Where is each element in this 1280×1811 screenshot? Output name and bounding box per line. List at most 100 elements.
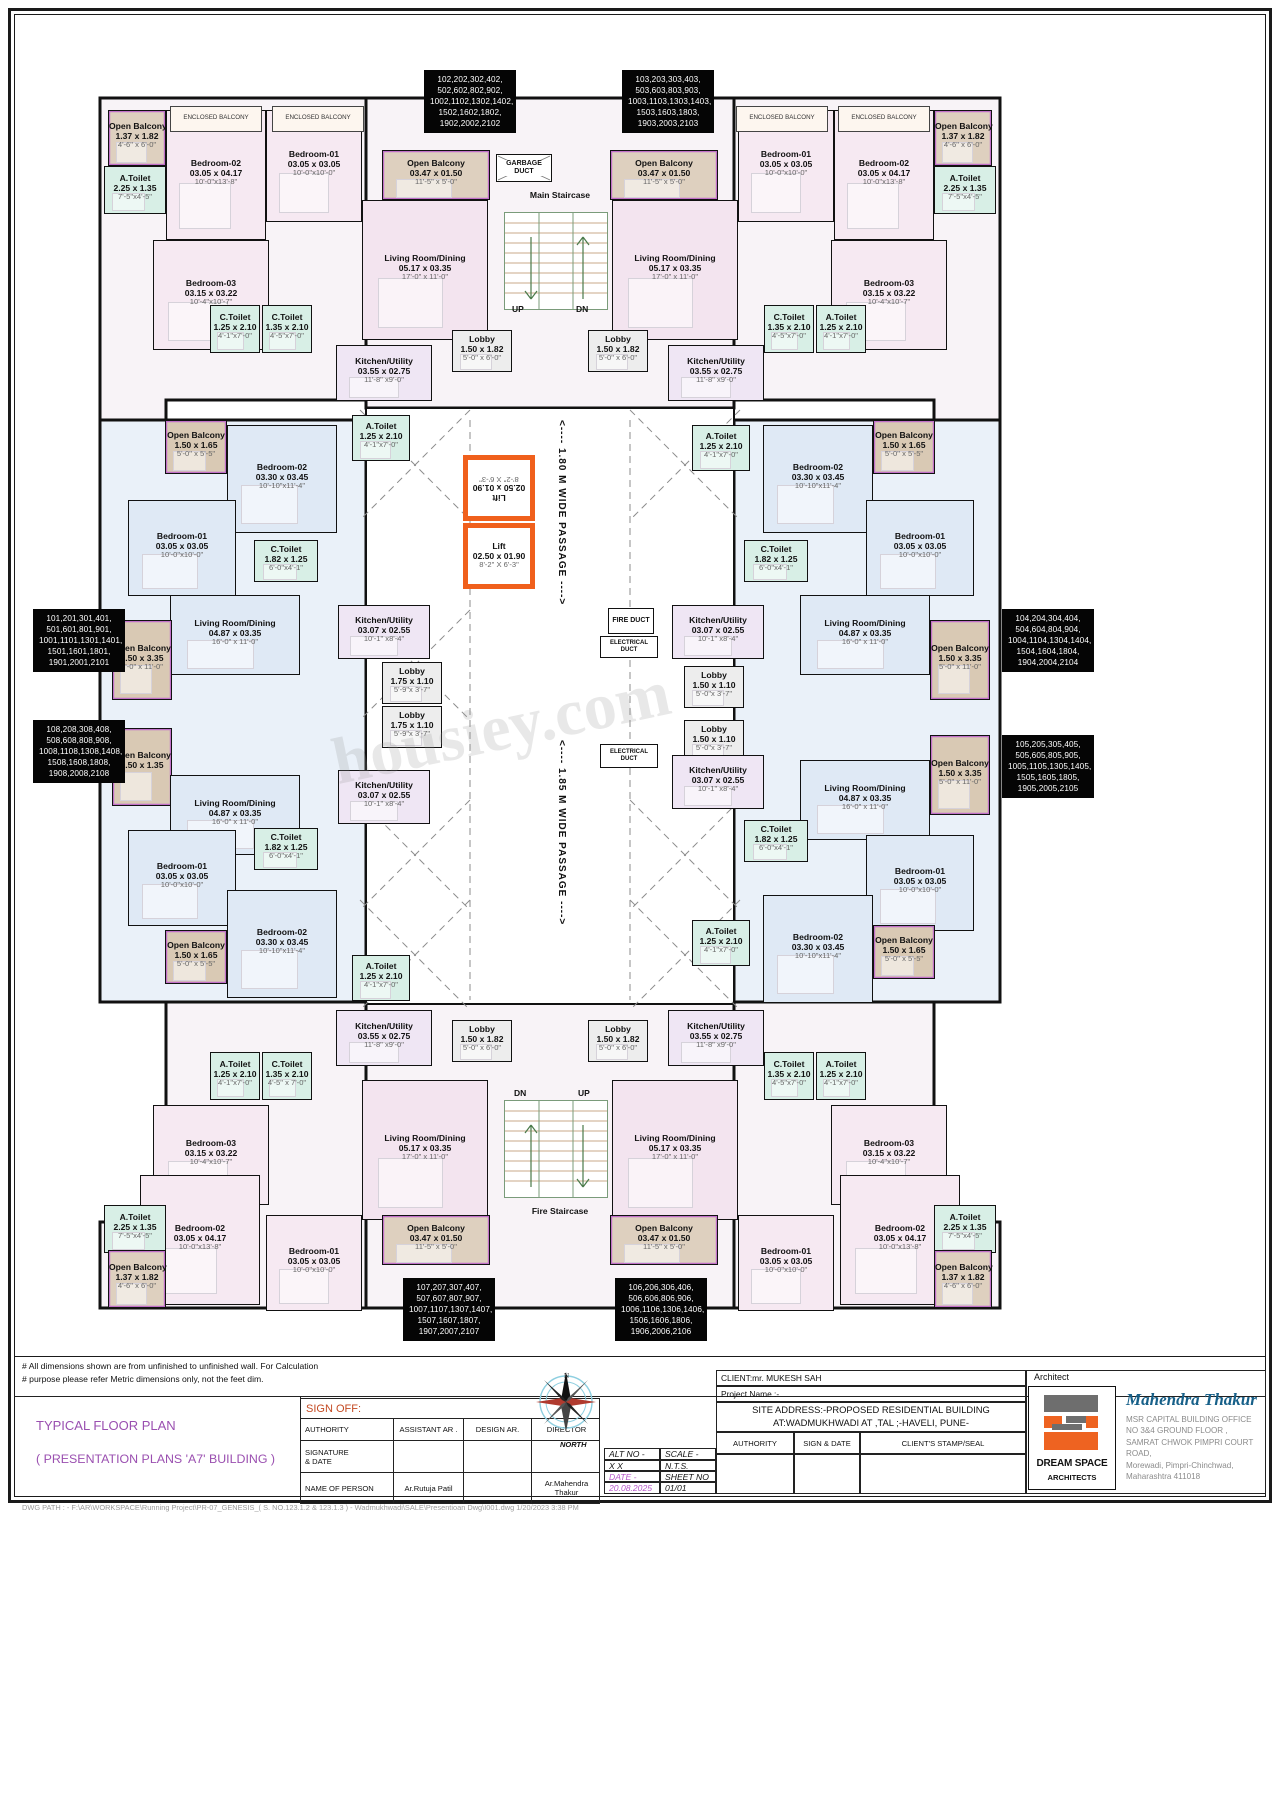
room-feet: 10'-4"x10'-7" [189,297,233,307]
room-name: Bedroom-01 [894,866,946,876]
architect-heading: Architect [1034,1372,1070,1382]
furniture-ghost [187,640,254,669]
svg-text:N: N [564,1372,569,1380]
client-signdate-cell[interactable] [794,1454,860,1494]
room-name: C.Toilet [773,1059,805,1069]
room-name: Open Balcony [931,758,989,768]
signoff-signature-label: SIGNATURE & DATE [301,1441,393,1472]
room-feet: 6'-0"x4'-1" [268,851,304,861]
lift-2: Lift 02.50 x 01.90 8'-2" X 6'-3" [463,523,535,589]
furniture-ghost [241,485,298,524]
room-name: Living Room/Dining [824,783,906,793]
furniture-ghost [700,946,731,964]
signoff-signature-design[interactable] [463,1441,531,1472]
room-name: Bedroom-01 [894,531,946,541]
room-metric: 1.35 x 2.10 [265,1068,309,1079]
unit-number-tag-105: 105,205,305,405,505,605,805,905,1005,110… [1002,735,1094,799]
room-metric: 03.30 x 03.45 [255,936,309,947]
room-name: Bedroom-03 [185,278,237,288]
room-metric: 1.35 x 2.10 [265,321,309,332]
room-feet: 4'-1"x7'-0" [703,450,739,460]
room-name: A.Toilet [949,1212,981,1222]
signoff-signature-assistant[interactable] [393,1441,463,1472]
furniture-ghost [173,451,206,471]
room-name: Bedroom-02 [792,462,844,472]
room-name: Bedroom-02 [858,158,910,168]
enclosed-balcony-top-left-2: ENCLOSED BALCONY [272,106,364,132]
electrical-duct-1: ELECTRICAL DUCT [600,636,658,658]
room-metric: 03.07 x 02.55 [357,624,411,635]
furniture-ghost [116,1283,147,1305]
enclosed-balcony-top-right-2: ENCLOSED BALCONY [838,106,930,132]
room-metric: 1.82 x 1.25 [754,553,798,564]
unit-number-line: 105,205,305,405, [1015,740,1081,749]
furniture-ghost [624,179,680,198]
room-name: Living Room/Dining [824,618,906,628]
room-metric: 04.87 x 03.35 [838,792,892,803]
room-feet: 10'-10"x11'-4" [258,481,306,491]
room-metric: 03.05 x 03.05 [155,540,209,551]
room-metric: 1.37 x 1.82 [115,1271,159,1282]
unit-number-line: 1908,2008,2108 [48,769,110,779]
garbage-duct: GARBAGE DUCT [496,154,552,182]
signoff-signature-row[interactable]: SIGNATURE & DATE [300,1441,600,1473]
furniture-ghost [120,665,152,694]
room-name: Open Balcony [167,940,225,950]
room-feet: 11'-8" x9'-0" [696,375,736,385]
furniture-ghost [378,278,443,328]
north-label: NORTH [560,1440,587,1449]
unit-number-line: 1002,1102,1302,1402, [430,97,514,107]
scale-block: ALT NO - SCALE - X X N.T.S. DATE - SHEET… [604,1448,716,1494]
room-feet: 10'-0"x10'-0" [898,550,942,560]
room-feet: 4'-5" x 7'-0" [267,1078,307,1088]
room-name: C.Toilet [271,312,303,322]
signoff-signature-director[interactable] [531,1441,601,1472]
signoff-header-row: AUTHORITY ASSISTANT AR . DESIGN AR. DIRE… [300,1419,600,1441]
room-feet: 4'-1"x7'-0" [363,440,399,450]
client-authority-cell[interactable] [716,1454,794,1494]
furniture-ghost [881,956,914,976]
room-metric: 1.25 x 2.10 [213,321,257,332]
room-feet: 11'-8" x9'-0" [364,375,404,385]
room-feet: 6'-0"x4'-1" [758,563,794,573]
room-feet: 5'-0"x 3'-7" [695,689,733,699]
north-compass: N [528,1368,604,1440]
furniture-ghost [777,485,834,524]
room-name: C.Toilet [773,312,805,322]
room-metric: 1.25 x 2.10 [819,1068,863,1079]
furniture-ghost [263,564,297,580]
fire-staircase [504,1100,608,1198]
furniture-ghost [817,640,884,669]
date-value: 20.08.2025 [604,1482,660,1494]
room-feet: 7'-5"x4'-5" [947,1231,983,1241]
main-staircase-label: Main Staircase [529,190,591,200]
room-name: C.Toilet [270,544,302,554]
client-stamp-cell[interactable] [860,1454,1026,1494]
furniture-ghost [396,179,452,198]
room-name: Bedroom-02 [256,462,308,472]
furniture-ghost [942,1283,973,1305]
room-metric: 1.50 x 1.10 [692,733,736,744]
signoff-name-row: NAME OF PERSON Ar.Rutuja Patil Ar.Mahend… [300,1473,600,1504]
